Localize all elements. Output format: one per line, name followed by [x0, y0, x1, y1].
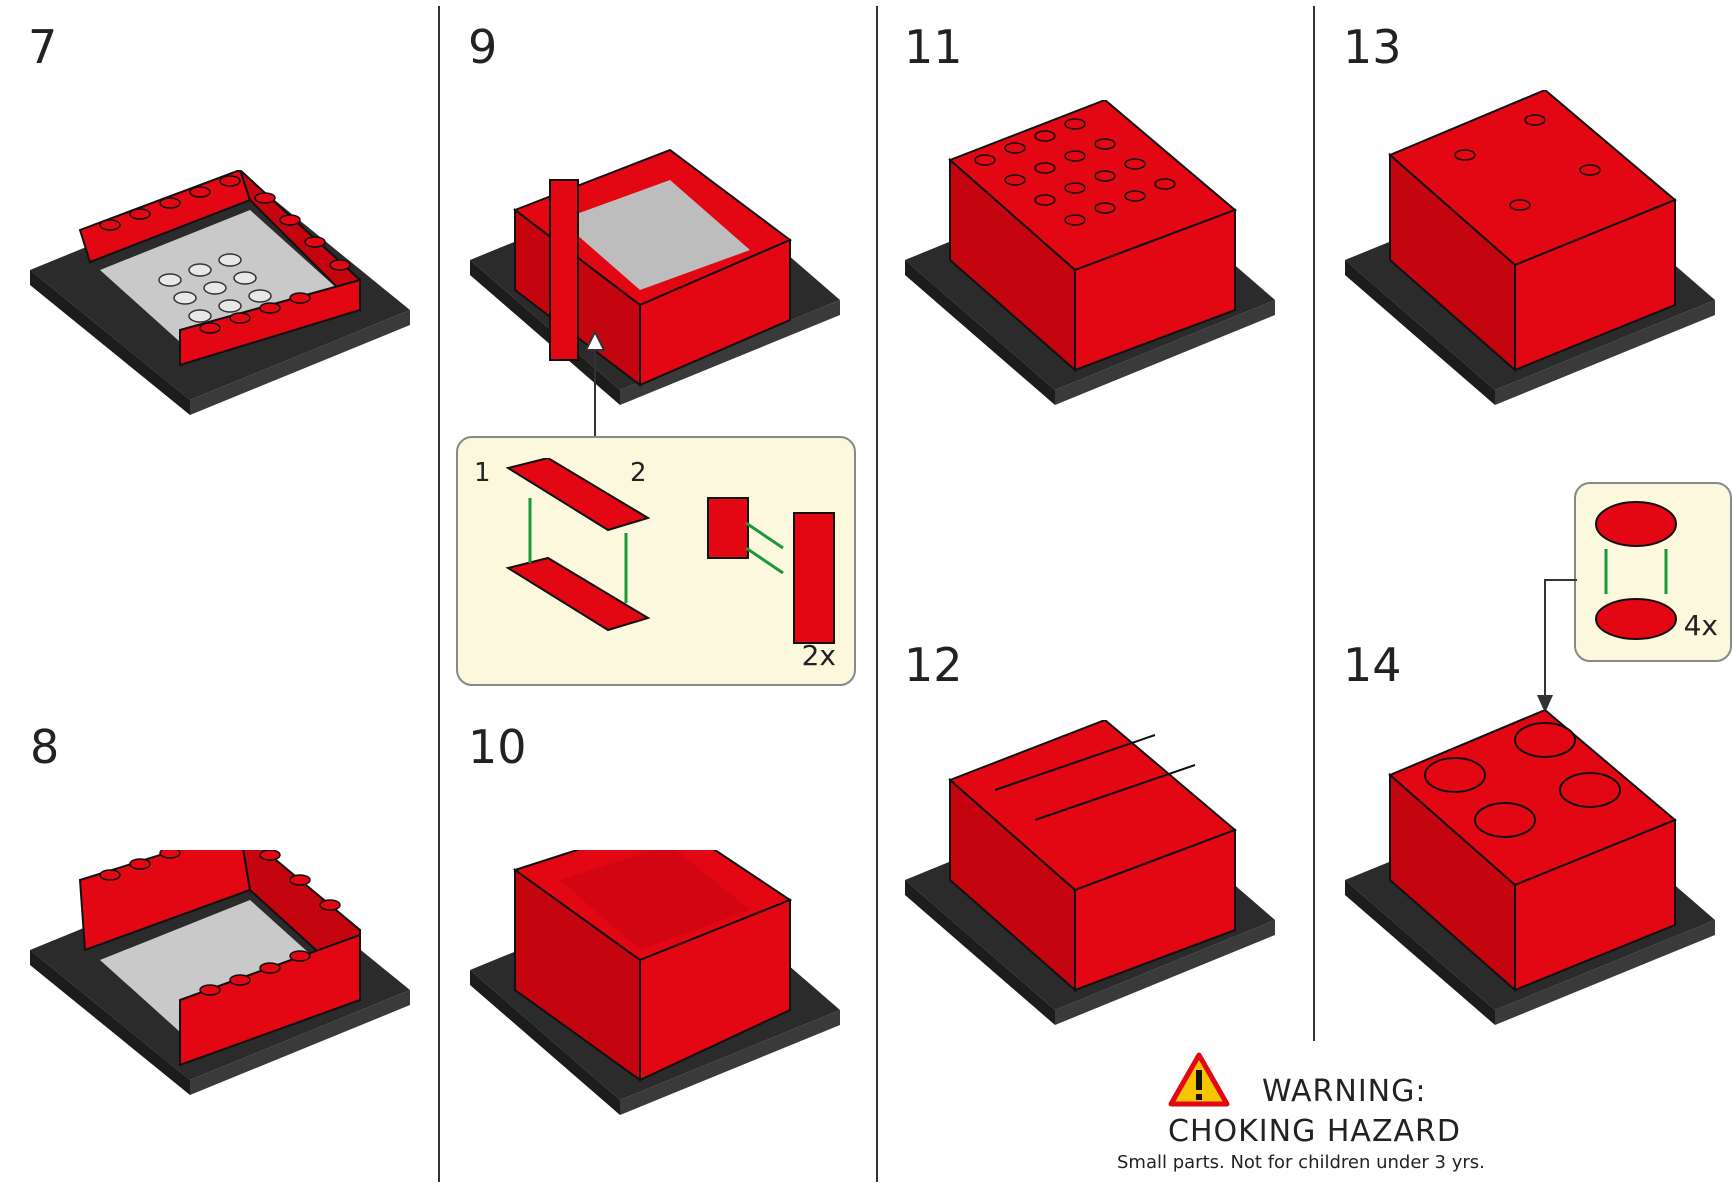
choking-hazard-label: CHOKING HAZARD: [1168, 1114, 1461, 1149]
callout-sub-step-1: 1: [474, 458, 491, 488]
step-14-model: [1345, 710, 1715, 1025]
step-9-model: [470, 148, 840, 405]
step-number-9: 9: [468, 20, 498, 74]
step-11-model: [905, 100, 1275, 405]
step-number-11: 11: [904, 20, 963, 74]
step-number-8: 8: [30, 720, 60, 774]
warning-label: WARNING:: [1262, 1074, 1427, 1109]
column-divider-2: [876, 6, 878, 1182]
callout-multiplier-2x: 2x: [801, 639, 836, 672]
callout-sub-step-2: 2: [630, 458, 647, 488]
round-tile-illustration: [1595, 501, 1677, 640]
step-8-model: [30, 850, 410, 1095]
step-14-pointer-arrow: [1537, 579, 1577, 713]
column-divider-3: [1313, 6, 1315, 1041]
small-parts-notice: Small parts. Not for children under 3 yr…: [1117, 1152, 1485, 1173]
warning-triangle-icon: [1168, 1052, 1230, 1107]
step-number-12: 12: [904, 638, 963, 692]
column-divider-1: [438, 6, 440, 1182]
step-14-callout: 4x: [1574, 482, 1732, 662]
callout-multiplier-4x: 4x: [1683, 609, 1718, 642]
step-9-callout: 1 2 2x: [456, 436, 856, 686]
step-9-pointer-arrow: [584, 330, 606, 440]
step-number-14: 14: [1343, 638, 1402, 692]
step-number-7: 7: [28, 20, 58, 74]
step-10-model: [470, 850, 840, 1115]
step-number-10: 10: [468, 720, 527, 774]
step-13-model: [1345, 90, 1715, 405]
step-number-13: 13: [1343, 20, 1402, 74]
step-12-model: [905, 720, 1275, 1025]
step-7-model: [30, 170, 410, 415]
callout-parts-illustration: [505, 458, 835, 644]
